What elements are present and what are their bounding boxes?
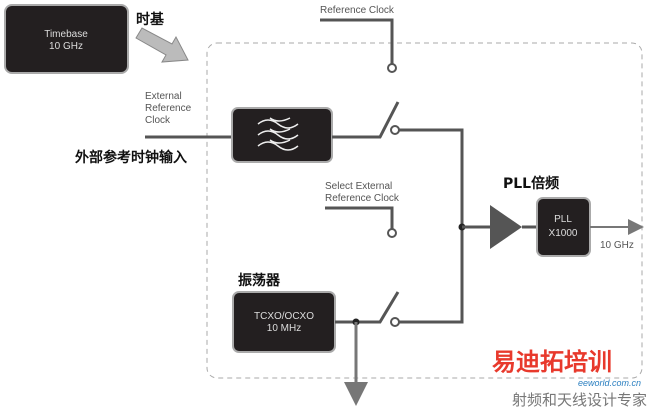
external-ref-label: External [145,91,182,102]
external-ref-label: Reference [145,103,192,114]
select-external-label: Reference Clock [325,193,400,204]
lower-switch [335,291,400,324]
select-external-line [325,206,394,229]
amplifier-icon [490,205,522,249]
watermark-brand: 易迪拓培训 [492,348,612,376]
reference-clock-label: Reference Clock [320,5,395,16]
watermark: 易迪拓培训 eeworld.com.cn 射频和天线设计专家 [492,348,647,407]
oscillator-type: TCXO/OCXO [254,311,314,322]
watermark-site: eeworld.com.cn [578,378,641,388]
output-frequency-label: 10 GHz [600,240,634,251]
switch-output-bus [399,128,464,324]
instrument-boundary [206,42,643,379]
external-ref-label: Clock [145,115,171,126]
timebase-frequency: 10 GHz [49,41,83,52]
gray-arrow-icon [135,27,189,63]
switch-contact [390,317,400,327]
filter-box [231,107,333,163]
switch-contact [387,228,397,238]
watermark-tagline: 射频和天线设计专家 [512,391,647,407]
upper-switch [332,101,400,139]
pll-box: PLL X1000 [536,197,591,257]
timebase-label: Timebase [44,29,88,40]
select-external-label: Select External [325,181,392,192]
external-ref-caption: 外部参考时钟输入 [75,149,187,166]
timebase-caption: 时基 [136,11,165,28]
reference-clock-line [320,18,394,64]
filter-icon [257,117,299,151]
pll-multiplier: X1000 [549,228,578,239]
switch-contact [390,125,400,135]
pll-label: PLL [554,214,572,225]
pll-caption: PLL倍频 [503,175,559,192]
oscillator-box: TCXO/OCXO 10 MHz [232,291,336,353]
timebase-box: Timebase 10 GHz [4,4,129,74]
switch-contact [387,63,397,73]
oscillator-frequency: 10 MHz [267,323,301,334]
oscillator-caption: 振荡器 [238,272,281,289]
